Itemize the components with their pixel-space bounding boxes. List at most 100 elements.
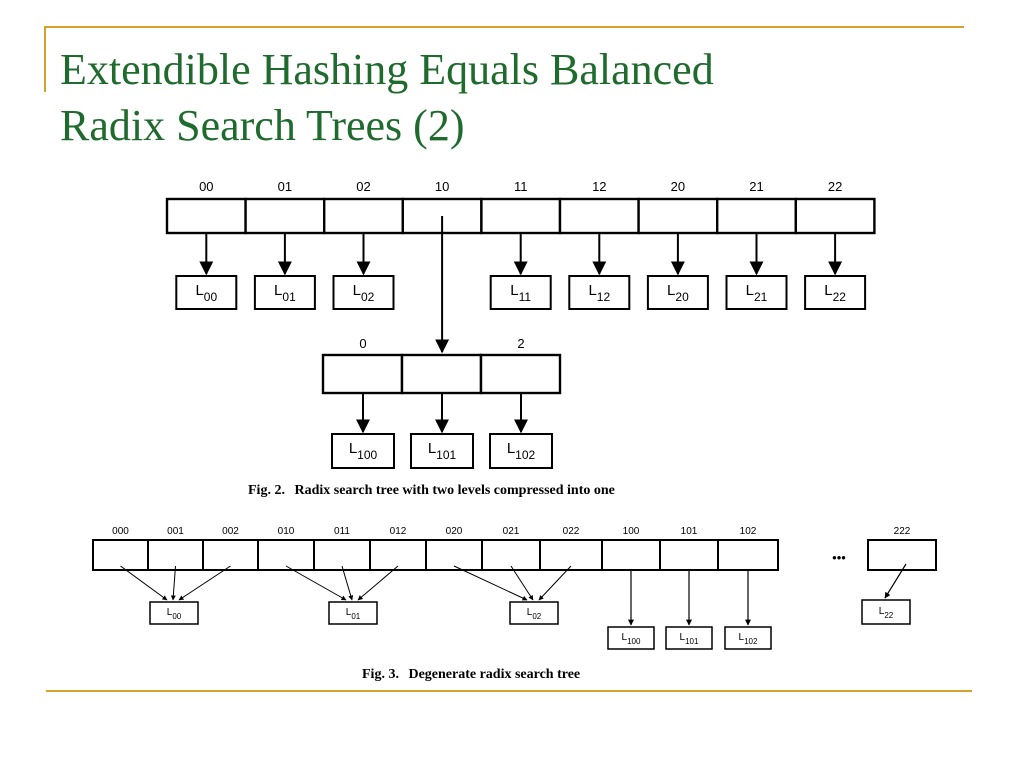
fig3-group-arrow <box>178 565 231 601</box>
fig2-sub-leaf-box <box>489 433 553 469</box>
fig2-leaf-box <box>804 275 867 310</box>
fig3-slot-label: 101 <box>681 526 698 537</box>
fig2-leaf-label: L11 <box>510 282 531 304</box>
fig3-slot-label: 012 <box>390 526 407 537</box>
fig3-slot <box>481 539 541 571</box>
fig3-slot-label: 010 <box>278 526 295 537</box>
fig2-slot-label: 01 <box>278 179 292 194</box>
fig2-slot <box>165 197 247 235</box>
fig2-leaf-box <box>646 275 709 310</box>
fig2-leaf-label: L00 <box>195 282 217 304</box>
fig3-slot <box>257 539 315 571</box>
fig3-single-leaf-box <box>607 626 655 650</box>
fig2-caption-label: Fig. 2. <box>248 483 285 498</box>
fig2-slot-label: 02 <box>356 179 370 194</box>
fig3-slot-label: 001 <box>167 526 184 537</box>
fig3-group-arrow <box>538 565 572 601</box>
fig3-caption-label: Fig. 3. <box>362 667 399 682</box>
fig2-sub-slot <box>321 353 404 395</box>
fig2-leaf-box <box>568 275 631 310</box>
fig3-slot <box>313 539 371 571</box>
fig3-last-arrow <box>884 563 907 599</box>
fig3-last-slot-label: 222 <box>894 526 911 537</box>
fig3-slot-label: 000 <box>112 526 129 537</box>
figure-3: 000 001 002 010 011 012 020 021 022 100 101 102 ••• 2… <box>92 526 937 650</box>
fig3-slot <box>539 539 603 571</box>
fig3-slot-label: 021 <box>503 526 520 537</box>
fig2-sub-slot <box>400 353 483 395</box>
fig3-last-leaf-box <box>861 599 911 625</box>
fig2-caption: Fig. 2. Radix search tree with two level… <box>248 483 615 498</box>
fig2-slot-label: 00 <box>199 179 213 194</box>
fig2-slot-label: 21 <box>749 179 763 194</box>
fig2-slot <box>794 197 876 235</box>
fig3-single-leaf-label: L102 <box>739 632 758 646</box>
fig2-slot-label: 22 <box>828 179 842 194</box>
fig3-group-leaf-box <box>509 601 559 625</box>
fig3-single-leaf-box <box>724 626 772 650</box>
fig3-slot-label: 100 <box>623 526 640 537</box>
fig2-sub-leaf-box <box>410 433 474 469</box>
fig2-leaf-box <box>725 275 788 310</box>
fig2-slot-label: 12 <box>592 179 606 194</box>
fig2-sub-leaf-label: L100 <box>349 440 378 462</box>
fig3-group-leaf-label: L00 <box>167 607 182 621</box>
fig2-leaf-label: L21 <box>746 282 768 304</box>
fig2-leaf-label: L22 <box>824 282 846 304</box>
fig3-single-leaf-box <box>665 626 713 650</box>
fig2-slot <box>323 197 405 235</box>
fig3-slot <box>425 539 483 571</box>
slide-title: Extendible Hashing Equals Balanced Radix… <box>60 42 960 154</box>
fig2-leaf-box <box>332 275 395 310</box>
fig3-ellipsis: ••• <box>832 550 846 565</box>
fig3-group-arrow <box>453 565 528 601</box>
fig3-slot <box>92 539 149 571</box>
fig3-slot <box>147 539 204 571</box>
top-accent-line <box>44 26 964 28</box>
fig2-leaf-label: L12 <box>588 282 610 304</box>
fig3-group-arrow <box>341 565 354 601</box>
fig3-slot <box>601 539 661 571</box>
fig2-slot <box>244 197 326 235</box>
fig2-sub-slot-label: 1 <box>438 336 445 351</box>
fig3-single-leaf-label: L101 <box>680 632 699 646</box>
fig3-slot-label: 022 <box>563 526 580 537</box>
fig2-sub-leaf-label: L101 <box>428 440 457 462</box>
fig2-leaf-box <box>489 275 552 310</box>
fig3-slot <box>717 539 779 571</box>
fig3-slot-label: 011 <box>334 526 350 537</box>
fig2-caption-text: Radix search tree with two levels compre… <box>294 483 614 498</box>
fig3-group-arrow <box>120 565 168 601</box>
fig3-slot-label: 102 <box>740 526 757 537</box>
fig2-slot <box>716 197 798 235</box>
fig3-slot-label: 020 <box>446 526 463 537</box>
bottom-accent-line <box>46 690 972 692</box>
fig3-group-leaf-label: L01 <box>346 607 361 621</box>
fig3-last-slot <box>867 539 937 571</box>
fig3-single-leaf-label: L100 <box>622 632 641 646</box>
fig2-slot <box>558 197 640 235</box>
title-line-1: Extendible Hashing Equals Balanced <box>60 45 714 94</box>
fig3-last-leaf-label: L22 <box>879 606 894 620</box>
fig3-caption-text: Degenerate radix search tree <box>408 667 580 682</box>
fig3-slot <box>659 539 719 571</box>
left-accent-bar <box>44 26 46 92</box>
fig2-slot-label: 20 <box>671 179 685 194</box>
fig3-slot <box>369 539 427 571</box>
fig2-sub-leaf-box <box>331 433 395 469</box>
fig3-group-leaf-label: L02 <box>527 607 542 621</box>
fig3-caption: Fig. 3. Degenerate radix search tree <box>362 667 580 682</box>
fig3-group-leaf-box <box>149 601 199 625</box>
fig3-slot-label: 002 <box>222 526 239 537</box>
fig3-group-arrow <box>285 565 347 601</box>
fig3-group-arrow <box>510 565 534 601</box>
fig2-leaf-label: L02 <box>353 282 375 304</box>
fig3-group-leaf-box <box>328 601 378 625</box>
fig2-slot <box>637 197 719 235</box>
fig2-sub-slot-label: 2 <box>517 336 524 351</box>
fig2-leaf-box <box>253 275 316 310</box>
fig2-slot-label: 10 <box>435 179 449 194</box>
fig2-leaf-label: L20 <box>667 282 689 304</box>
